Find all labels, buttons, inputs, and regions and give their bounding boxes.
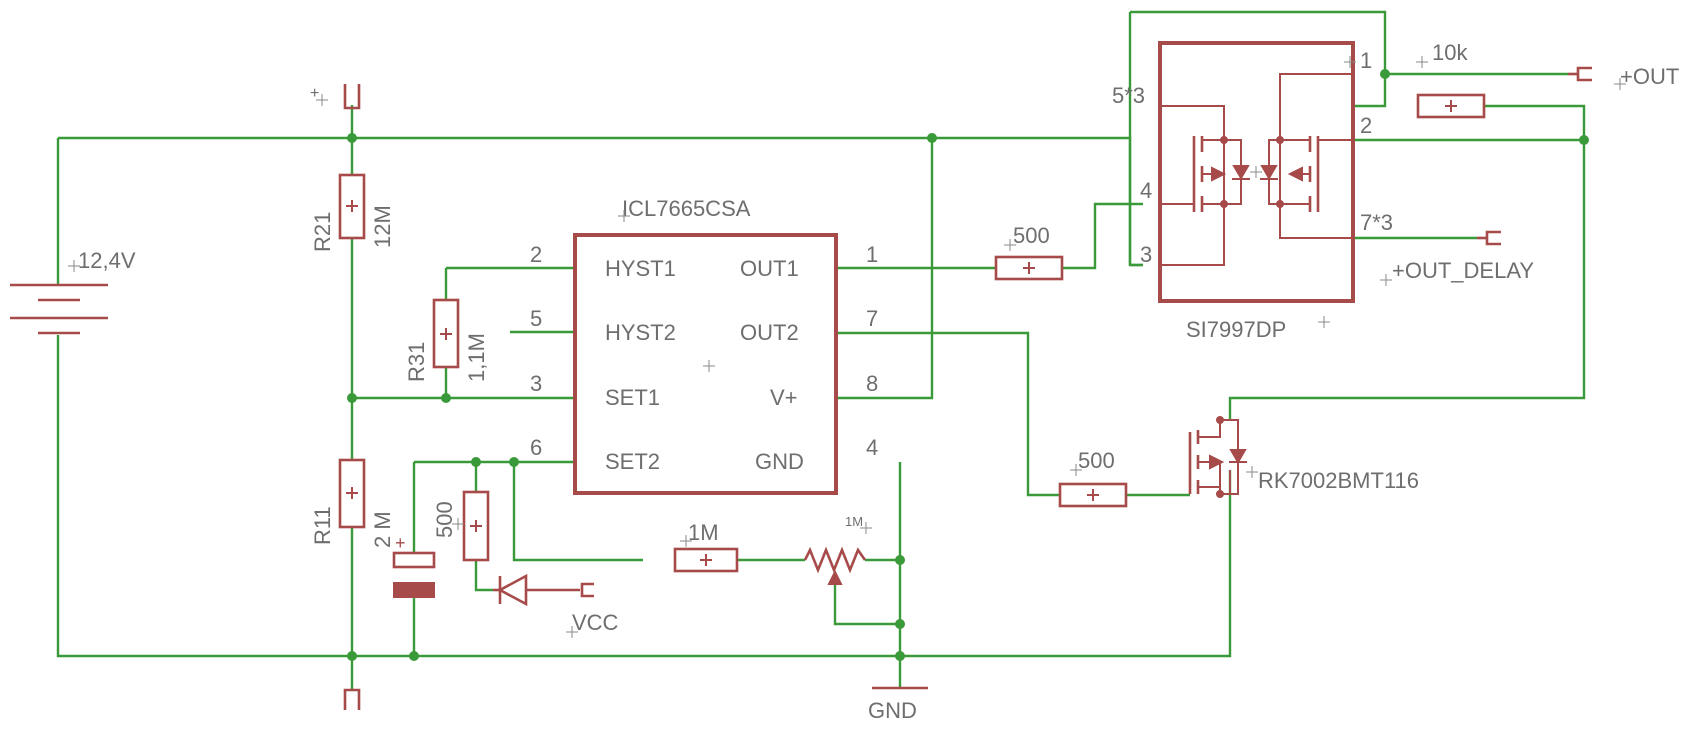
vcc-label: VCC (572, 610, 619, 635)
pot-value: 1M (845, 514, 863, 529)
ic-pin-name: GND (755, 449, 804, 474)
origin-markers (68, 56, 1626, 638)
supply-connectors: + GND +OUT +OUT_DELAY (310, 64, 1679, 723)
r-cap-value: 500 (432, 501, 457, 538)
resistor-500-out2: 500 (1058, 448, 1128, 508)
r21-name: R21 (310, 212, 335, 252)
capacitor: + (392, 533, 436, 598)
ic-pin-name: OUT2 (740, 320, 799, 345)
ic-pin-num: 6 (530, 435, 542, 460)
ic-pin-name: SET2 (605, 449, 660, 474)
mosfet-rk7002bmt116: RK7002BMT116 (1188, 416, 1419, 498)
ic-icl7665csa: ICL7665CSA 2 HYST1 5 HYST2 3 SET1 6 SET2… (530, 196, 878, 495)
gnd-label: GND (868, 698, 917, 723)
resistor-r11: R11 2 M (310, 458, 395, 548)
r-out2-value: 500 (1078, 448, 1115, 473)
ic-pin-num: 4 (866, 435, 878, 460)
wires (56, 10, 1586, 690)
diode: VCC (493, 573, 619, 635)
dual-mosfet-si7997dp: SI7997DP 5*3 4 3 1 2 7*3 (1112, 41, 1393, 342)
ic-name: ICL7665CSA (622, 196, 751, 221)
dm-pin-73: 7*3 (1360, 210, 1393, 235)
resistor-500-out1: 500 (994, 223, 1064, 281)
svg-text:+: + (310, 85, 319, 102)
out-delay-label: +OUT_DELAY (1392, 258, 1534, 283)
ic-pin-num: 1 (866, 242, 878, 267)
battery: 12,4V (10, 248, 136, 335)
mosfet-name: RK7002BMT116 (1258, 468, 1419, 493)
ic-pin-name: V+ (770, 385, 798, 410)
resistor-10k: 10k (1416, 40, 1486, 119)
battery-voltage-label: 12,4V (78, 248, 136, 273)
r-out1-value: 500 (1013, 223, 1050, 248)
ic-pin-name: HYST1 (605, 256, 676, 281)
resistor-r31: R31 1,1M (404, 298, 489, 382)
dual-mosfet-name: SI7997DP (1186, 317, 1286, 342)
r-10k-value: 10k (1432, 40, 1468, 65)
ic-pin-num: 2 (530, 242, 542, 267)
dm-pin-3: 3 (1140, 242, 1152, 267)
ic-pin-name: SET1 (605, 385, 660, 410)
potentiometer: 1M (803, 514, 867, 585)
svg-text:+: + (395, 533, 406, 553)
ic-pin-num: 5 (530, 306, 542, 331)
out-label: +OUT (1620, 64, 1679, 89)
dm-pin-53: 5*3 (1112, 83, 1145, 108)
r31-value: 1,1M (464, 333, 489, 382)
ic-pin-num: 8 (866, 371, 878, 396)
r11-value: 2 M (370, 511, 395, 548)
resistor-1m: 1M (673, 520, 739, 573)
ic-pin-name: HYST2 (605, 320, 676, 345)
ic-pin-num: 7 (866, 306, 878, 331)
r-1m-value: 1M (688, 520, 719, 545)
junctions (347, 69, 1589, 661)
dm-pin-4: 4 (1140, 178, 1152, 203)
r11-name: R11 (310, 506, 335, 545)
dm-pin-2: 2 (1360, 113, 1372, 138)
resistor-500-vertical: 500 (432, 490, 490, 562)
r31-name: R31 (404, 342, 429, 382)
ic-pin-name: OUT1 (740, 256, 799, 281)
ic-pin-num: 3 (530, 371, 542, 396)
dm-pin-1: 1 (1360, 48, 1372, 73)
r21-value: 12M (370, 205, 395, 248)
resistor-r21: R21 12M (310, 173, 395, 252)
